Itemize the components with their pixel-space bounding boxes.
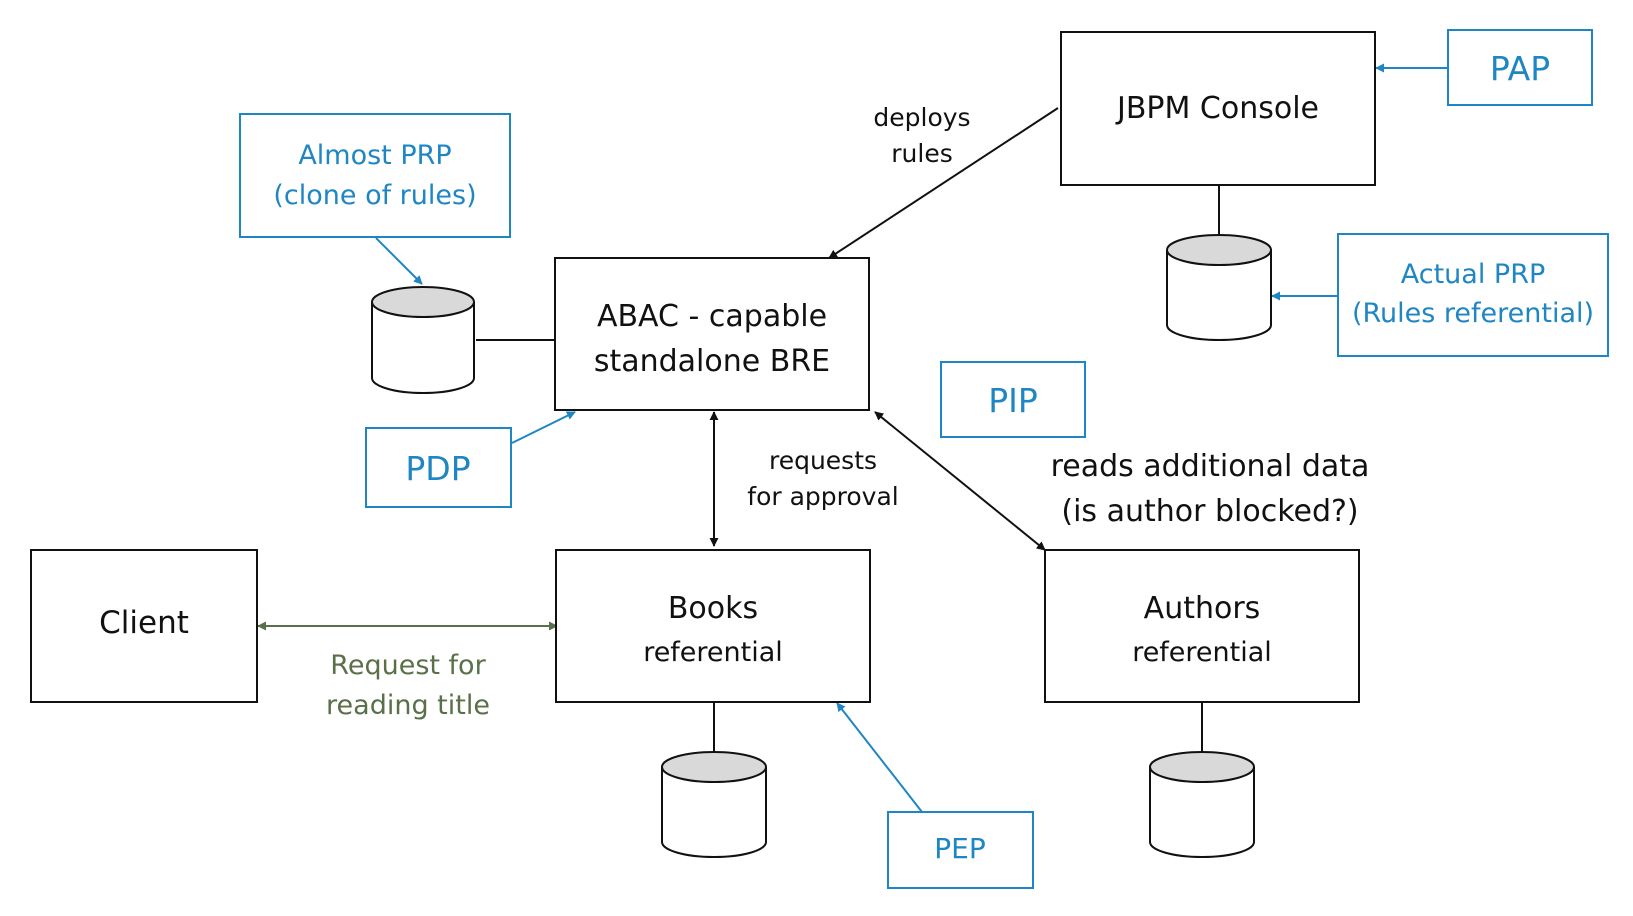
pip-role-box: PIP	[940, 361, 1086, 438]
pdp-role-box: PDP	[365, 427, 512, 508]
abac-bre-line1: ABAC - capable	[597, 299, 827, 334]
actual-prp-line1: Actual PRP	[1401, 259, 1546, 290]
almost-prp-line1: Almost PRP	[298, 140, 451, 171]
pep-label: PEP	[934, 832, 985, 865]
deploys-label-line2: rules	[891, 139, 952, 168]
client-node: Client	[30, 549, 258, 703]
jbpm-database-icon	[1166, 234, 1272, 341]
pep-pointer	[836, 702, 923, 813]
books-database-icon	[661, 751, 767, 858]
jbpm-console-node: JBPM Console	[1060, 31, 1376, 186]
authors-node: Authors referential	[1044, 549, 1360, 703]
books-title: Books	[668, 591, 758, 626]
books-subtitle: referential	[643, 637, 783, 668]
authors-title: Authors	[1144, 591, 1261, 626]
authors-database-icon	[1149, 751, 1255, 858]
abac-database-icon	[371, 286, 475, 394]
pdp-pointer	[511, 411, 576, 444]
reads-label-line2: (is author blocked?)	[1061, 494, 1358, 529]
deploys-rules-arrow	[828, 107, 1059, 259]
requests-label-line2: for approval	[747, 482, 898, 511]
pap-role-box: PAP	[1447, 29, 1593, 106]
jbpm-console-label: JBPM Console	[1115, 91, 1319, 126]
almost-prp-role-box: Almost PRP (clone of rules)	[239, 113, 511, 238]
reads-label-line1: reads additional data	[1051, 449, 1370, 484]
abac-bre-line2: standalone BRE	[594, 344, 830, 379]
pdp-label: PDP	[405, 449, 470, 488]
pep-role-box: PEP	[887, 811, 1034, 889]
reads-data-arrow	[874, 411, 1046, 551]
authors-subtitle: referential	[1132, 637, 1272, 668]
client-request-label-line2: reading title	[326, 690, 490, 721]
client-label: Client	[99, 605, 189, 641]
almost-prp-pointer	[375, 237, 423, 285]
pip-label: PIP	[988, 381, 1038, 420]
pap-label: PAP	[1490, 49, 1550, 88]
almost-prp-line2: (clone of rules)	[273, 180, 476, 211]
abac-bre-node: ABAC - capable standalone BRE	[554, 257, 870, 411]
actual-prp-line2: (Rules referential)	[1352, 298, 1594, 329]
requests-label-line1: requests	[769, 446, 877, 475]
client-request-label-line1: Request for	[330, 650, 486, 681]
actual-prp-role-box: Actual PRP (Rules referential)	[1337, 233, 1609, 357]
books-node: Books referential	[555, 549, 871, 703]
deploys-label-line1: deploys	[873, 103, 970, 132]
